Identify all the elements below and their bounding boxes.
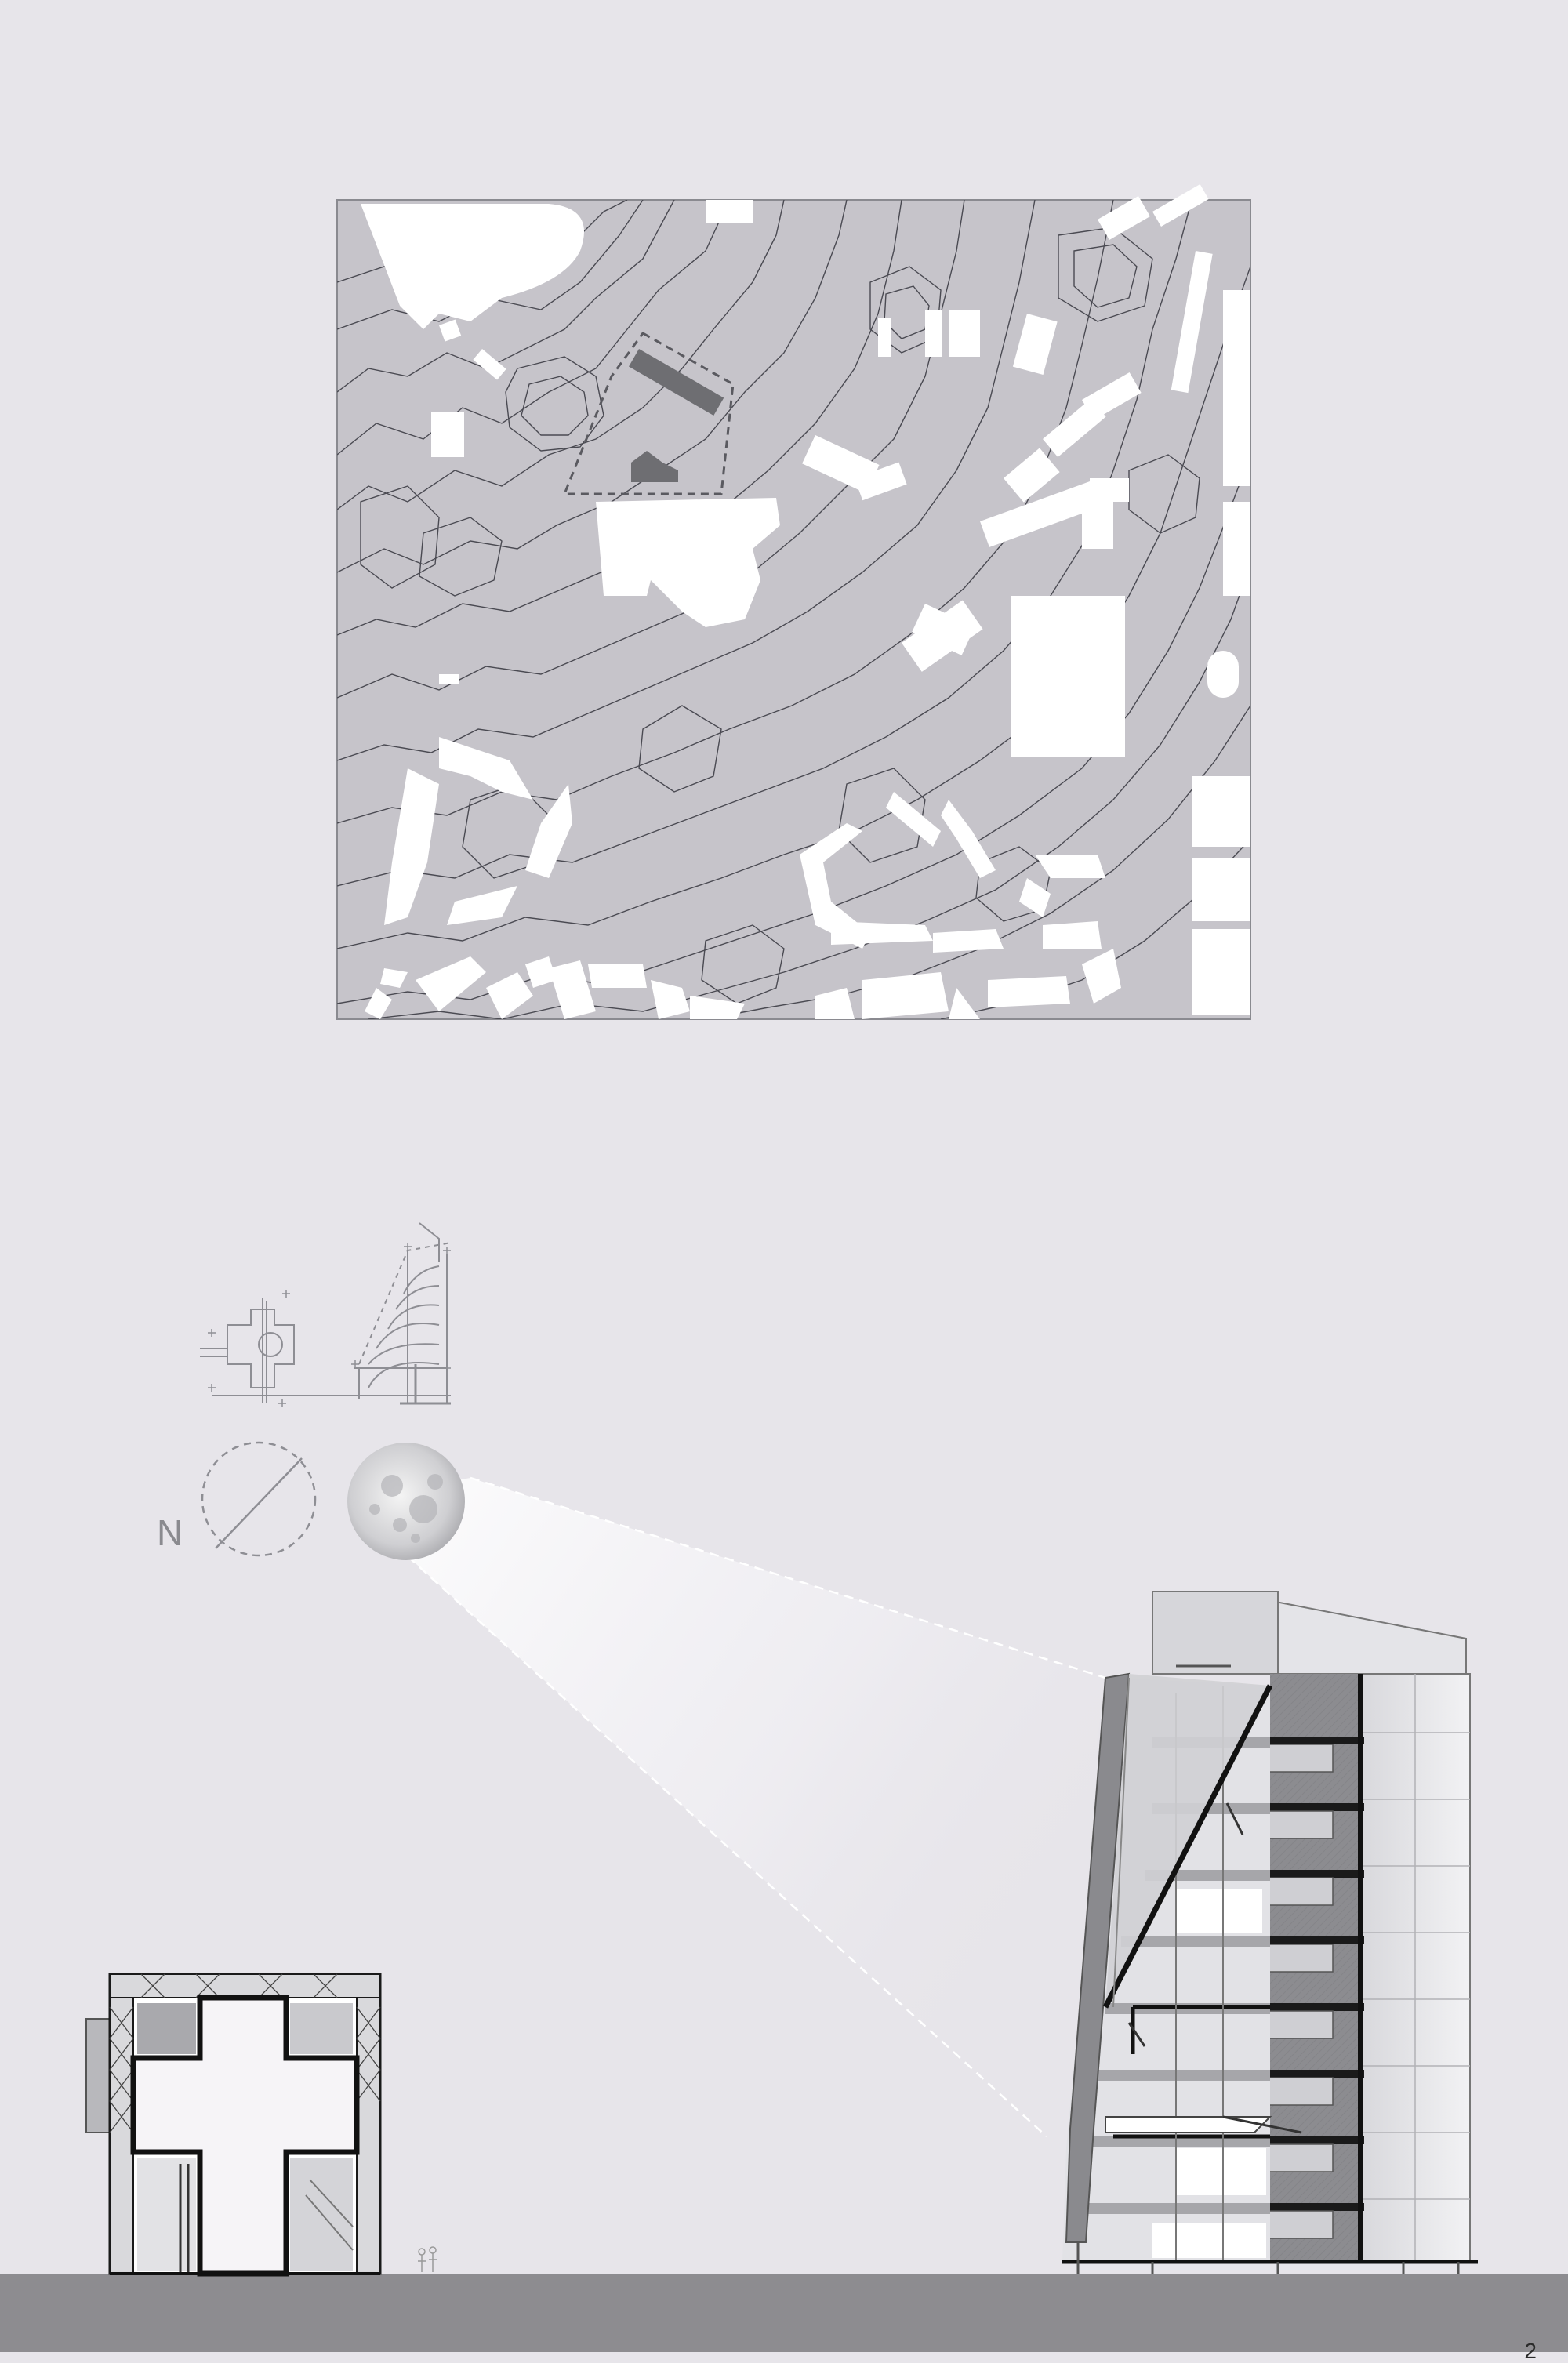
plan-sketch bbox=[200, 1298, 451, 1403]
page-number: 2 bbox=[1524, 2339, 1537, 2363]
moonlight-cone bbox=[361, 1476, 1106, 2137]
moon-icon bbox=[347, 1443, 465, 1560]
site-contour-map bbox=[336, 184, 1251, 1020]
north-label: N bbox=[157, 1512, 183, 1553]
ground-plane bbox=[0, 2274, 1568, 2352]
project-site bbox=[562, 332, 735, 495]
neighbor-buildings bbox=[361, 184, 1250, 1019]
north-arrow-icon bbox=[201, 1441, 317, 1557]
section-sketch bbox=[354, 1222, 452, 1405]
tower-section-building bbox=[1062, 1591, 1478, 2274]
grid-markers bbox=[208, 1243, 451, 1407]
cross-plan-section-building bbox=[85, 1973, 382, 2277]
concept-sketch bbox=[200, 1222, 452, 1407]
person-figure-icon bbox=[418, 2246, 437, 2272]
